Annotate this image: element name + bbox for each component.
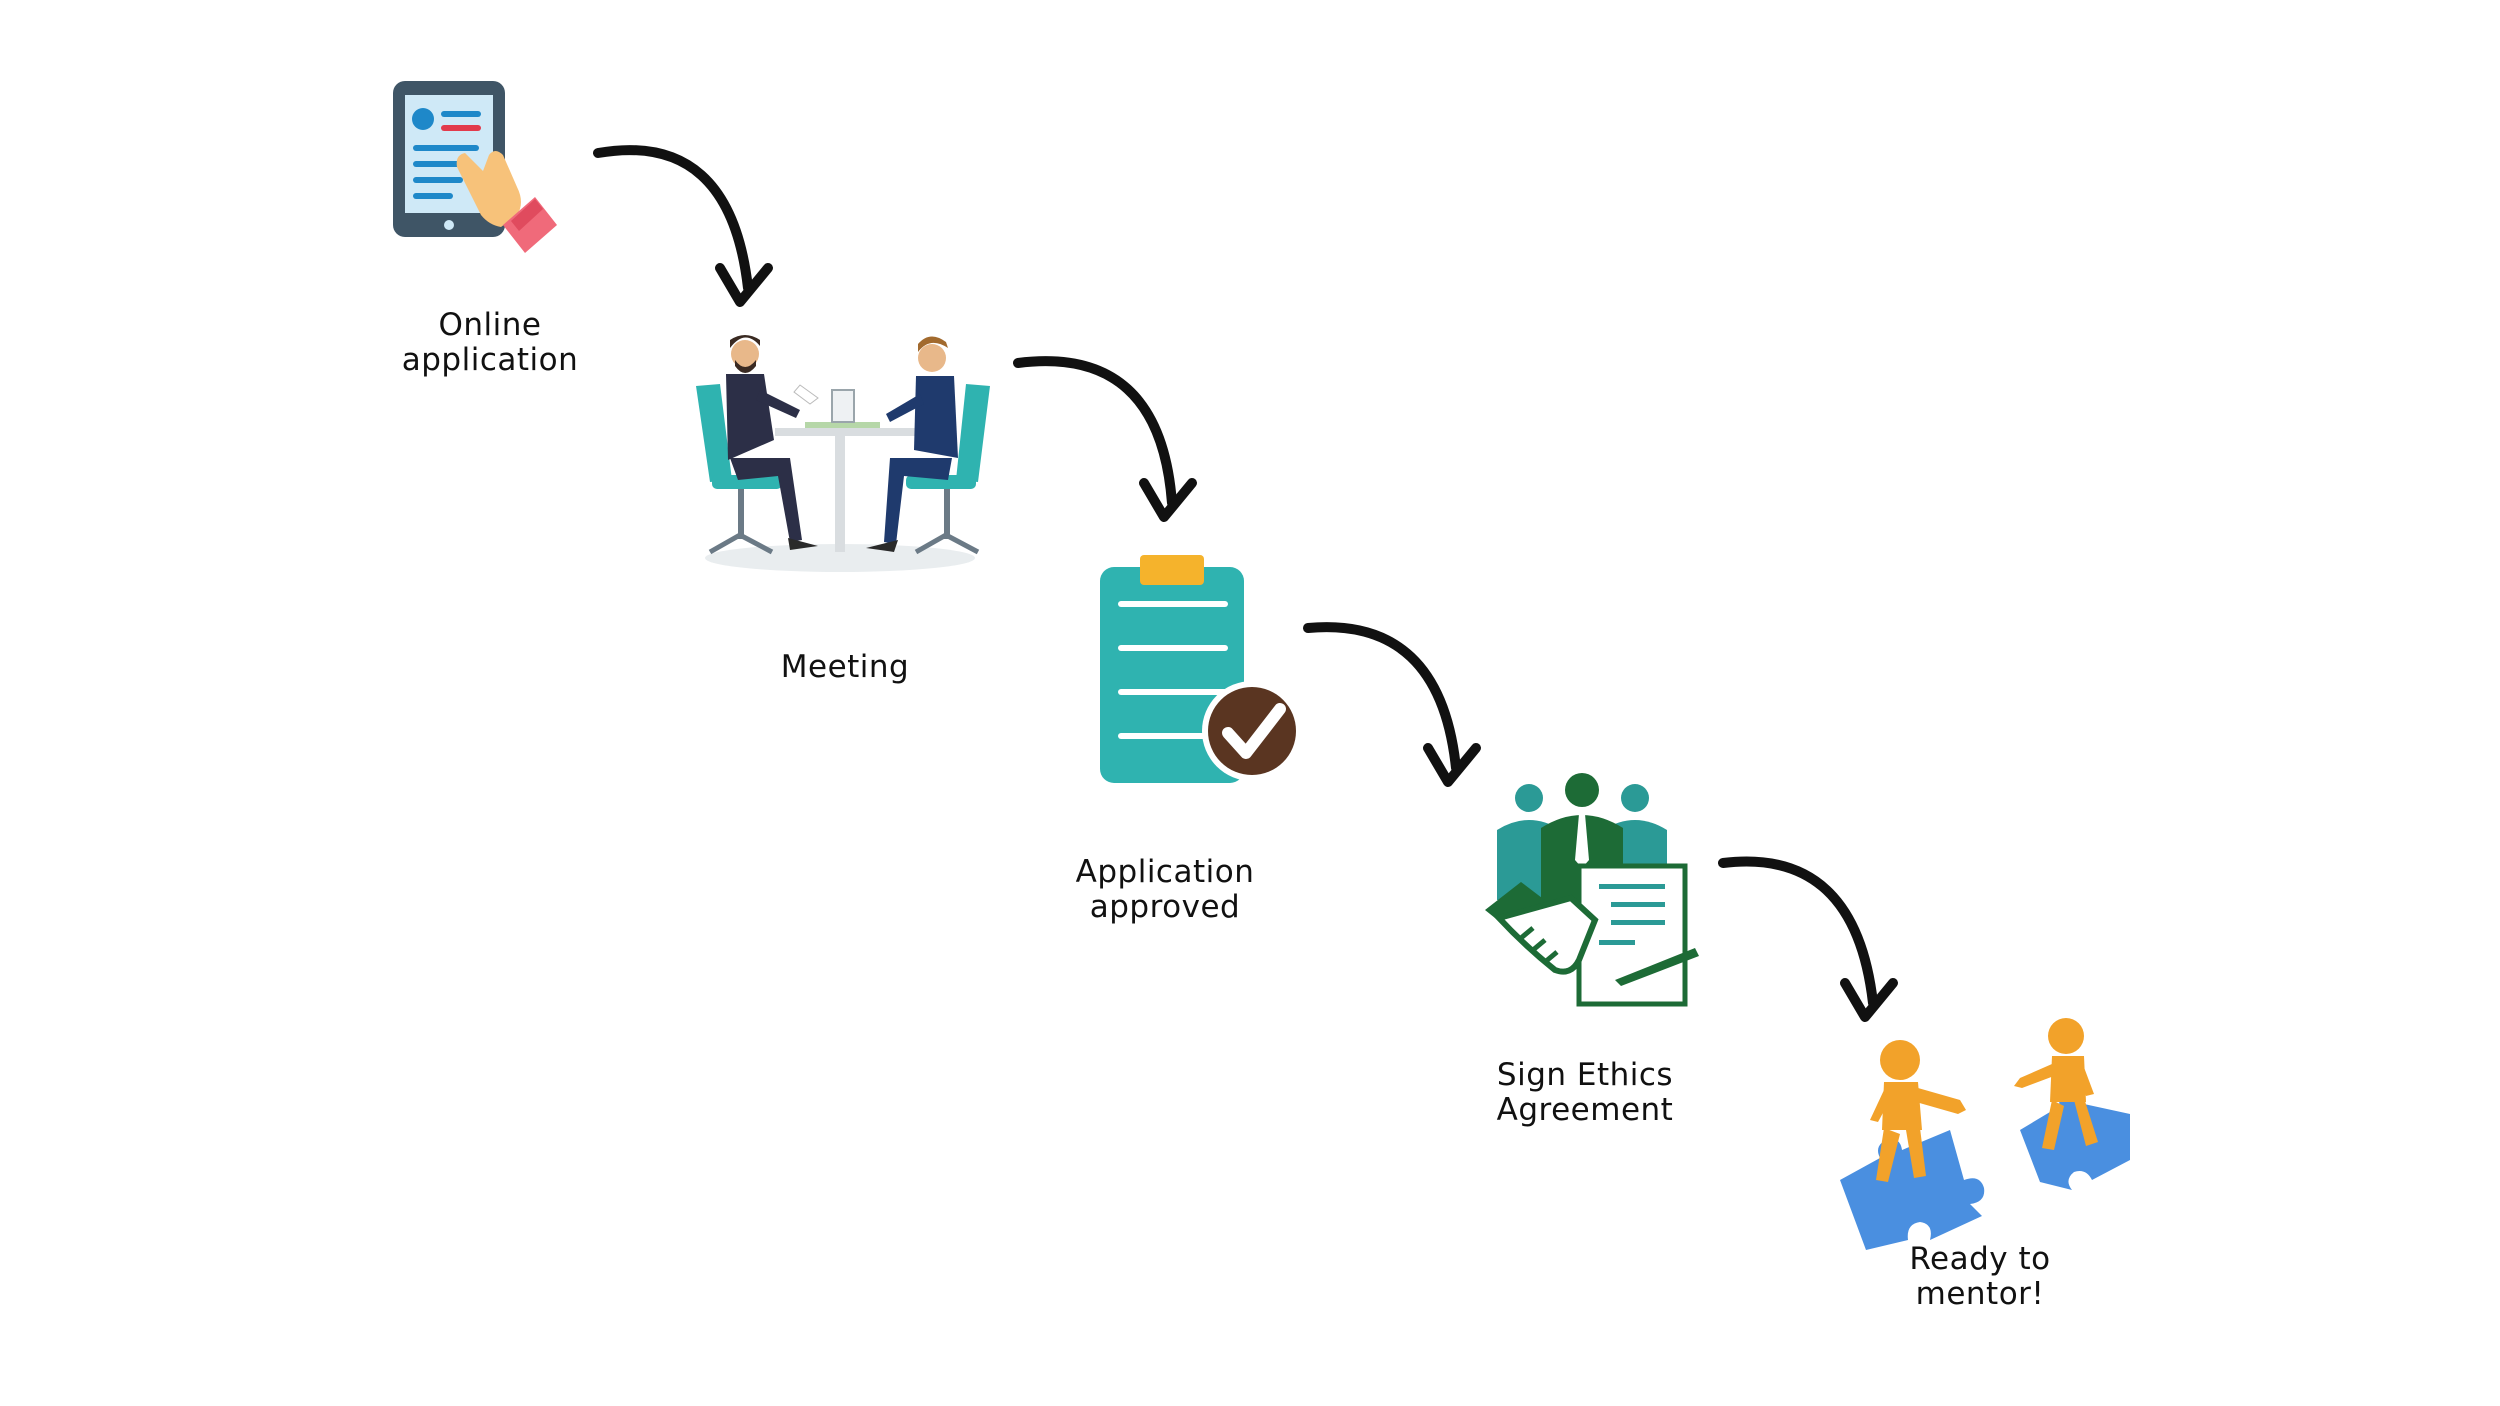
arrow-1: [593, 145, 773, 307]
tablet-tap-icon: [393, 81, 557, 253]
arrow-3: [1303, 622, 1481, 787]
step-label-line2: approved: [1089, 889, 1241, 925]
handshake-agreement-icon: [1485, 773, 1699, 1007]
step-label: Meeting: [700, 650, 990, 685]
step-label: Online application: [345, 308, 635, 378]
arrow-2: [1013, 356, 1197, 522]
meeting-icon: [696, 335, 990, 572]
step-label-line1: Meeting: [780, 649, 910, 685]
step-label-line1: Sign Ethics: [1496, 1057, 1674, 1093]
step-label-line2: mentor!: [1915, 1276, 2045, 1312]
puzzle-people-icon: [1840, 1018, 2130, 1250]
step-label: Sign Ethics Agreement: [1440, 1058, 1730, 1128]
step-label: Ready to mentor!: [1835, 1242, 2125, 1312]
step-label-line2: Agreement: [1496, 1092, 1674, 1128]
step-label-line1: Application: [1075, 854, 1255, 890]
step-label-line1: Ready to: [1909, 1241, 2051, 1277]
clipboard-check-icon: [1100, 555, 1302, 783]
arrow-4: [1718, 856, 1898, 1022]
step-label: Application approved: [1020, 855, 1310, 925]
step-label-line1: Online: [438, 307, 542, 343]
step-label-line2: application: [401, 342, 579, 378]
